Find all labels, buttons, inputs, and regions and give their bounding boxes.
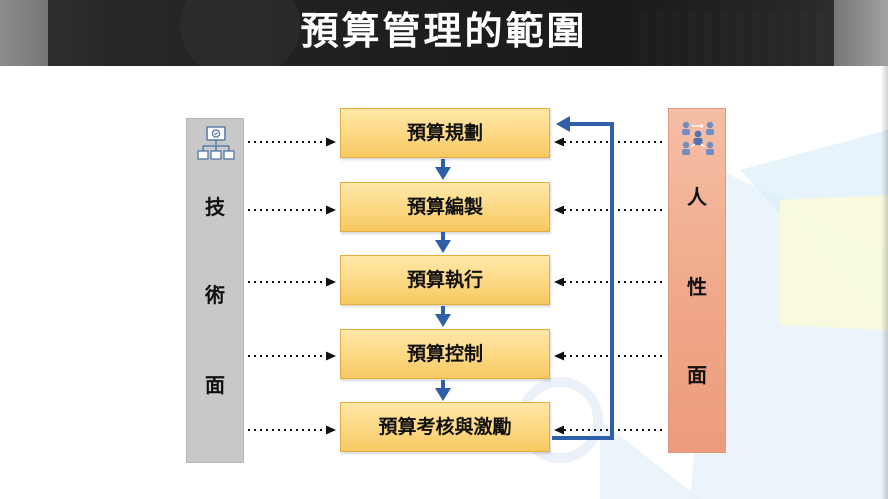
header-dark-band xyxy=(48,0,834,66)
step-budget-preparation: 預算編製 xyxy=(340,182,550,232)
human-char-3: 面 xyxy=(687,363,707,387)
right-edge-shadow xyxy=(881,66,888,499)
org-chart-monitor-icon xyxy=(197,126,235,160)
step-budget-control: 預算控制 xyxy=(340,329,550,379)
header-banner: 預算管理的範圍 xyxy=(0,0,888,66)
technical-char-1: 技 xyxy=(205,195,225,219)
technical-char-2: 術 xyxy=(205,283,225,307)
human-char-1: 人 xyxy=(687,185,707,209)
step-budget-planning: 預算規劃 xyxy=(340,108,550,158)
human-side-panel: 人 性 面 xyxy=(668,108,726,453)
step-budget-execution: 預算執行 xyxy=(340,255,550,305)
page-title: 預算管理的範圍 xyxy=(300,9,588,53)
human-char-2: 性 xyxy=(687,275,707,299)
technical-side-panel: 技 術 面 xyxy=(186,118,244,463)
step-budget-evaluation-incentive: 預算考核與激勵 xyxy=(340,402,550,452)
technical-char-3: 面 xyxy=(205,373,225,397)
people-network-icon xyxy=(682,121,714,155)
